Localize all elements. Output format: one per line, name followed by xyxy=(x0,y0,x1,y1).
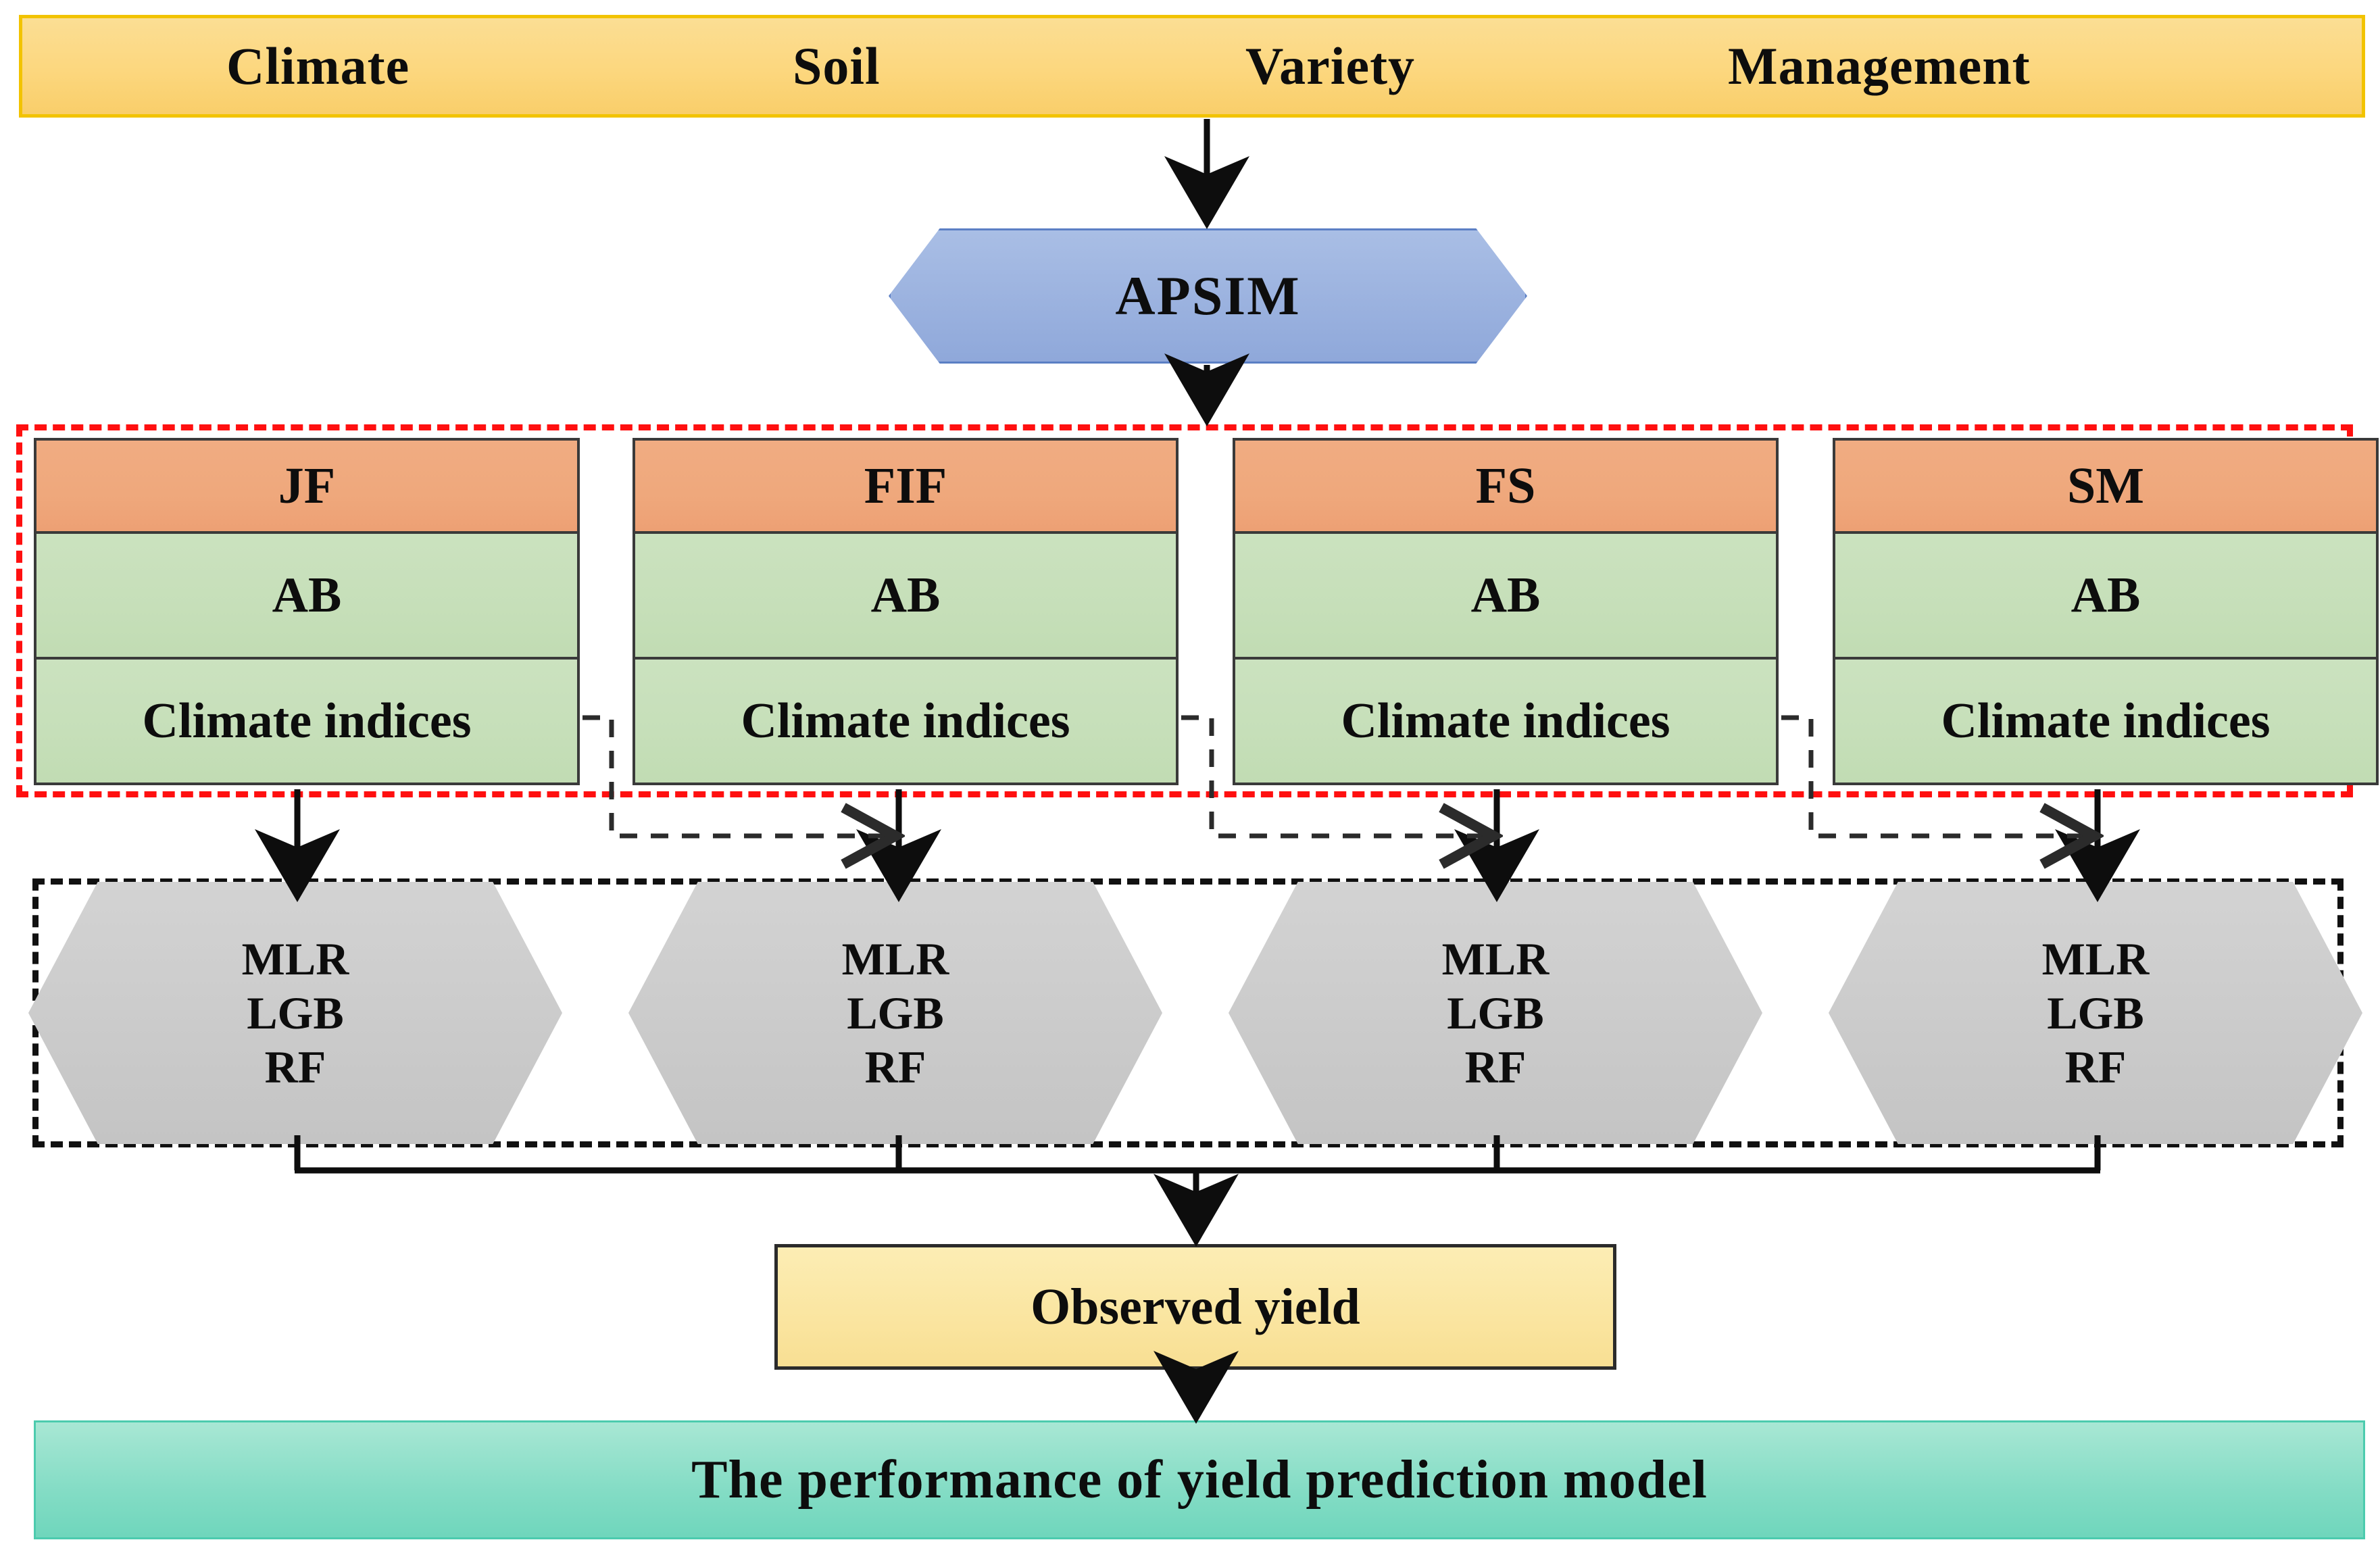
ml-model-rf-2: RF xyxy=(864,1041,926,1093)
feature-column-fs: FS AB Climate indices xyxy=(1233,438,1779,788)
ml-model-mlr-1: MLR xyxy=(241,933,349,985)
feature-row-indices-jf: Climate indices xyxy=(34,657,580,785)
performance-label: The performance of yield prediction mode… xyxy=(691,1449,1708,1510)
feature-row-indices-fs: Climate indices xyxy=(1233,657,1779,785)
ml-hexagon-3: MLR LGB RF xyxy=(1229,882,1762,1144)
feature-row-ab-sm: AB xyxy=(1833,531,2379,660)
ml-hexagon-1: MLR LGB RF xyxy=(28,882,562,1144)
observed-yield-label: Observed yield xyxy=(1031,1278,1360,1335)
feature-row-ab-fif: AB xyxy=(633,531,1179,660)
feature-header-fif: FIF xyxy=(633,438,1179,534)
ml-model-rf-4: RF xyxy=(2064,1041,2127,1093)
input-label-variety: Variety xyxy=(1245,36,1416,95)
feature-row-ab-fs: AB xyxy=(1233,531,1779,660)
ml-model-lgb-4: LGB xyxy=(2047,987,2144,1039)
feature-column-jf: JF AB Climate indices xyxy=(34,438,580,788)
ml-hexagon-2: MLR LGB RF xyxy=(628,882,1162,1144)
ml-model-lgb-1: LGB xyxy=(247,987,344,1039)
input-label-climate: Climate xyxy=(226,36,410,95)
feature-column-fif: FIF AB Climate indices xyxy=(633,438,1179,788)
ml-model-mlr-4: MLR xyxy=(2041,933,2150,985)
feature-header-fs: FS xyxy=(1233,438,1779,534)
performance-bar: The performance of yield prediction mode… xyxy=(34,1420,2365,1539)
ml-model-rf-1: RF xyxy=(264,1041,326,1093)
feature-header-jf: JF xyxy=(34,438,580,534)
feature-row-indices-fif: Climate indices xyxy=(633,657,1179,785)
ml-hexagon-4: MLR LGB RF xyxy=(1829,882,2362,1144)
ml-model-mlr-3: MLR xyxy=(1441,933,1550,985)
ml-model-lgb-3: LGB xyxy=(1447,987,1544,1039)
apsim-label: APSIM xyxy=(1115,265,1301,326)
observed-yield-box: Observed yield xyxy=(774,1244,1616,1370)
feature-column-sm: SM AB Climate indices xyxy=(1833,438,2379,788)
ml-model-rf-3: RF xyxy=(1464,1041,1527,1093)
feature-header-sm: SM xyxy=(1833,438,2379,534)
inputs-bar: Climate Soil Variety Management xyxy=(19,15,2365,118)
input-label-soil: Soil xyxy=(793,36,881,95)
apsim-model-node: APSIM xyxy=(889,228,1527,364)
feature-row-ab-jf: AB xyxy=(34,531,580,660)
feature-row-indices-sm: Climate indices xyxy=(1833,657,2379,785)
ml-model-mlr-2: MLR xyxy=(841,933,949,985)
input-label-management: Management xyxy=(1728,36,2031,95)
ml-model-lgb-2: LGB xyxy=(847,987,944,1039)
